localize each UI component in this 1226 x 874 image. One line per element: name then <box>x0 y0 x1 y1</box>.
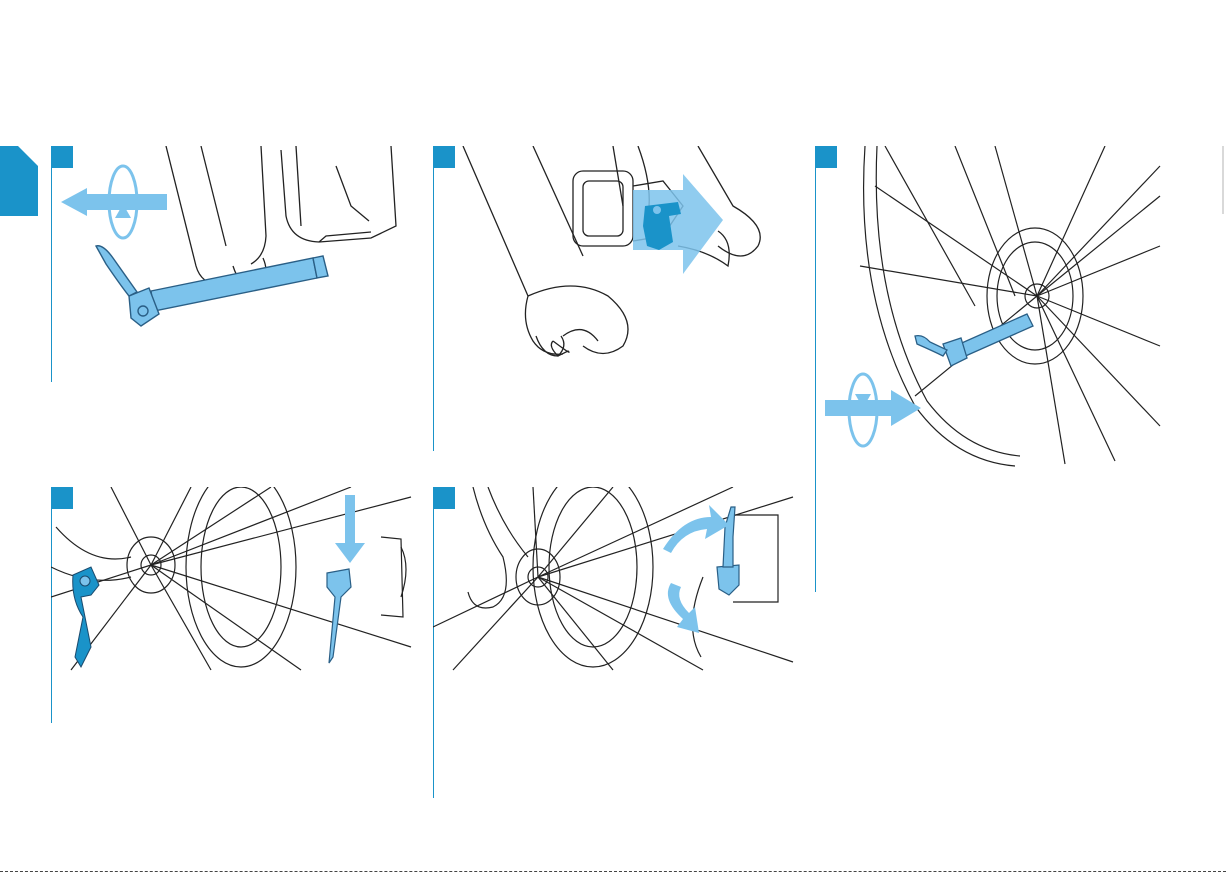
step-5 <box>433 487 803 798</box>
chapter-tab <box>0 146 38 216</box>
page-footer-rule <box>0 871 1226 872</box>
page-edge-mark <box>1222 146 1224 214</box>
step-number-box <box>51 487 73 509</box>
step-3 <box>815 146 1165 592</box>
step-number-box <box>51 146 73 168</box>
step-2 <box>433 146 803 451</box>
step-5-illustration <box>433 487 803 798</box>
down-arrow-icon <box>335 495 365 563</box>
push-arrow-icon <box>825 390 921 426</box>
step-number-box <box>815 146 837 168</box>
step-4-illustration <box>51 487 421 723</box>
step-2-illustration <box>433 146 803 451</box>
step-1 <box>51 146 421 382</box>
pull-arrow-icon <box>61 188 167 216</box>
step-number-box <box>433 487 455 509</box>
step-1-illustration <box>51 146 421 382</box>
step-3-illustration <box>815 146 1165 592</box>
step-4 <box>51 487 421 723</box>
step-number-box <box>433 146 455 168</box>
